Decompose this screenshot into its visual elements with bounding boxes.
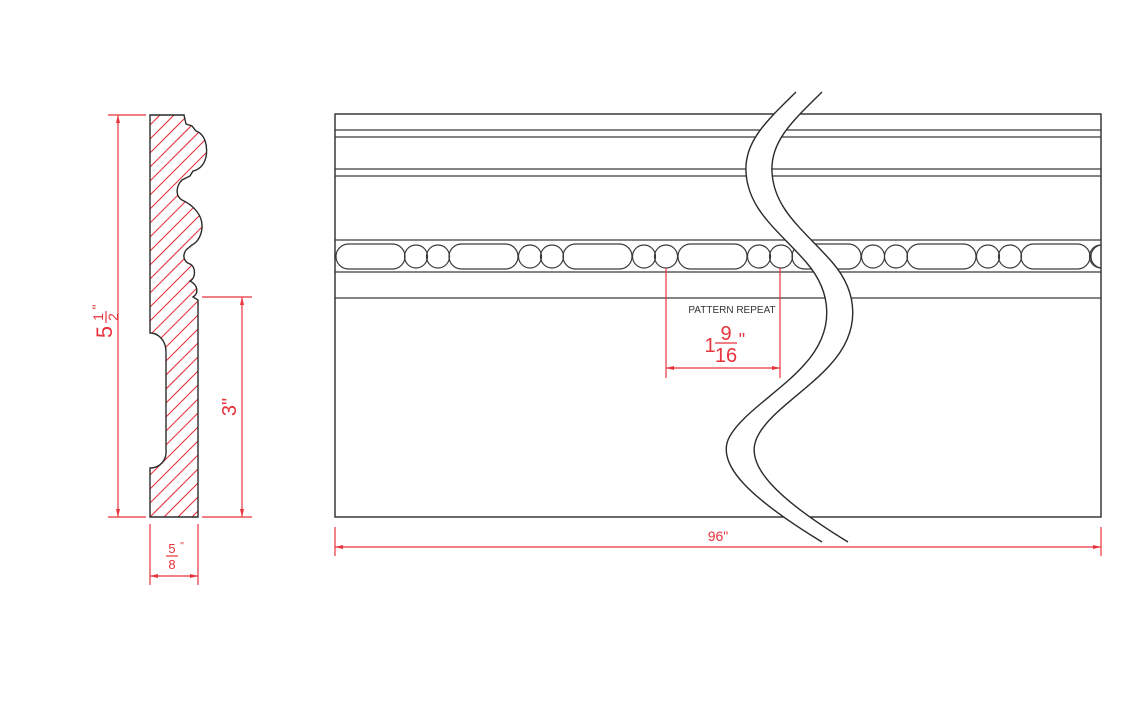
pattern-repeat-note: PATTERN REPEAT (688, 305, 775, 316)
thickness-dim-numerator: 5 (168, 541, 175, 556)
lower-height-label: 3" (219, 398, 241, 416)
thickness-dim-denominator: 8 (168, 557, 175, 572)
height-dim-whole: 5 (92, 326, 117, 338)
elevation-view: PATTERN REPEAT 1 9 16 " 96" (334, 91, 1102, 556)
bead-band (335, 243, 1102, 270)
pattern-repeat-numerator: 9 (720, 323, 731, 345)
pattern-repeat-unit: " (739, 330, 745, 350)
length-dim-label: 96" (708, 528, 729, 544)
thickness-dim-unit: " (180, 541, 184, 552)
section-hatch (150, 115, 207, 517)
pattern-repeat-denominator: 16 (715, 345, 737, 367)
height-dim-unit: " (89, 304, 105, 309)
dimension-thickness: 5 8 " (149, 524, 199, 585)
profile-section: 5 1 2 " 3" 5 (89, 114, 252, 585)
height-dim-denominator: 2 (105, 313, 121, 321)
height-dim-numerator: 1 (90, 313, 106, 321)
dimension-pattern-repeat: PATTERN REPEAT 1 9 16 " (665, 268, 781, 378)
pattern-repeat-whole: 1 (704, 335, 715, 357)
dimension-lower-height: 3" (202, 296, 252, 518)
dimension-overall-height: 5 1 2 " (89, 114, 146, 518)
elevation-outline (334, 113, 1102, 518)
break-line (725, 91, 854, 543)
profile-outline (149, 114, 208, 518)
dimension-overall-length: 96" (334, 527, 1102, 556)
